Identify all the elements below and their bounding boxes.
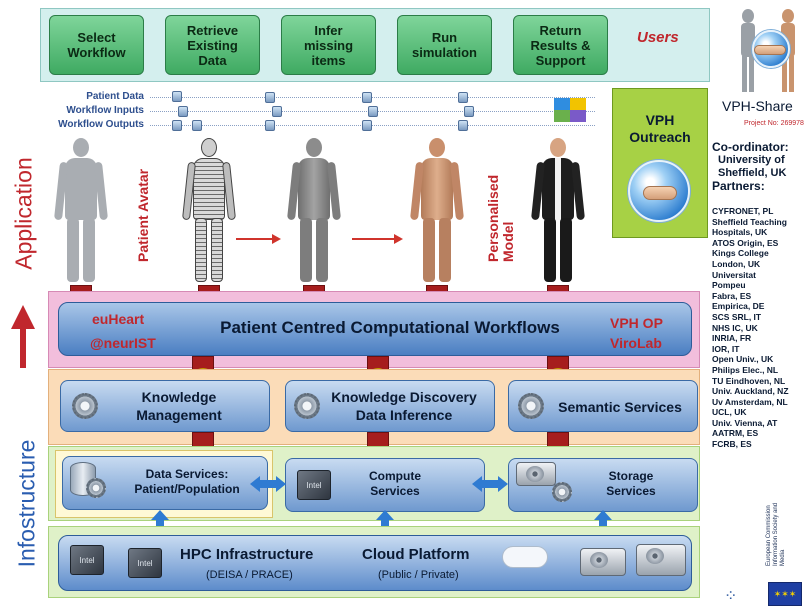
progress-arrow xyxy=(352,238,394,240)
legend-workflow-outputs: Workflow Outputs xyxy=(58,119,144,130)
eu-flag-icon: ✶✶✶ xyxy=(768,582,802,606)
workflow-output-icon xyxy=(458,120,468,131)
cpu-chip-icon: Intel xyxy=(128,548,162,578)
cloud-platform-subtitle: (Public / Private) xyxy=(378,569,459,581)
workflow-output-icon xyxy=(172,120,182,131)
coordinator-block: Co-ordinator: University of Sheffield, U… xyxy=(712,141,808,193)
step-infer-items[interactable]: Infer missing items xyxy=(281,15,376,75)
step-run-simulation[interactable]: Run simulation xyxy=(397,15,492,75)
arrow-right-icon xyxy=(272,234,281,244)
bidirectional-arrow xyxy=(480,480,500,488)
arrow-up-icon xyxy=(376,510,394,520)
storage-services-label: Storage Services xyxy=(606,469,656,498)
cpu-chip-icon: Intel xyxy=(297,470,331,500)
arrow-right-icon xyxy=(276,476,286,492)
cpu-chip-icon: Intel xyxy=(70,545,104,575)
human-figure-anatomy xyxy=(181,138,237,288)
progress-arrow xyxy=(236,238,272,240)
arrow-up-icon xyxy=(151,510,169,520)
gear-icon xyxy=(72,393,98,419)
workflow-input-icon xyxy=(178,106,188,117)
up-arrow-icon xyxy=(11,305,35,329)
step-retrieve-data[interactable]: Retrieve Existing Data xyxy=(165,15,260,75)
arrow-left-icon xyxy=(472,476,482,492)
users-label: Users xyxy=(637,29,679,46)
hard-drive-icon xyxy=(516,462,556,486)
human-figure-skin xyxy=(409,138,465,288)
infrastructure-label: Infostructure xyxy=(13,439,40,568)
compute-services-label: Compute Services xyxy=(369,469,421,498)
arrow-left-icon xyxy=(250,476,260,492)
project-number: Project No: 269978 xyxy=(744,120,804,127)
cloud-platform-title: Cloud Platform xyxy=(362,546,470,563)
handshake-icon xyxy=(754,45,786,55)
patient-avatar-label: Patient Avatar xyxy=(135,168,151,262)
cloud-icon xyxy=(502,546,548,568)
project-name: VPH-Share xyxy=(722,98,793,114)
arrow-up-icon xyxy=(594,510,612,520)
european-commission-label: European Commission Information Society … xyxy=(766,502,786,566)
bidirectional-arrow xyxy=(599,518,607,532)
data-legend: Patient Data Workflow Inputs Workflow Ou… xyxy=(40,90,144,132)
human-figure-silhouette xyxy=(53,138,109,288)
semantic-services-label: Semantic Services xyxy=(558,399,682,415)
handshake-icon xyxy=(643,186,677,200)
legend-workflow-inputs: Workflow Inputs xyxy=(66,105,144,116)
application-label: Application xyxy=(10,157,37,270)
patient-data-icon xyxy=(362,92,372,103)
patient-data-icon xyxy=(458,92,468,103)
patient-data-icon xyxy=(172,91,182,102)
knowledge-management-box[interactable] xyxy=(60,380,270,432)
data-services-label: Data Services: Patient/Population xyxy=(134,467,240,496)
legend-dotline xyxy=(150,97,595,98)
workflow-title: Patient Centred Computational Workflows xyxy=(220,318,560,337)
legend-patient-data: Patient Data xyxy=(86,91,144,102)
knowledge-discovery-box[interactable] xyxy=(285,380,495,432)
neurist-label: @neurIST xyxy=(90,335,156,351)
gear-icon xyxy=(552,482,572,502)
workflow-bar[interactable] xyxy=(58,302,692,356)
bidirectional-arrow xyxy=(258,480,278,488)
arrow-right-icon xyxy=(394,234,403,244)
euheart-label: euHeart xyxy=(92,311,145,327)
workflow-input-icon xyxy=(272,106,282,117)
vph-dots-logo: ⁘ xyxy=(724,588,737,605)
bidirectional-arrow xyxy=(156,518,164,532)
hpc-title: HPC Infrastructure xyxy=(180,546,314,563)
puzzle-icon xyxy=(554,98,586,122)
gear-icon xyxy=(294,393,320,419)
vph-outreach-title: VPH Outreach xyxy=(629,112,691,145)
workflow-output-icon xyxy=(265,120,275,131)
bidirectional-arrow xyxy=(381,518,389,532)
human-figure-suit xyxy=(530,138,586,288)
knowledge-management-label: Knowledge Management xyxy=(136,389,222,423)
step-select-workflow[interactable]: Select Workflow xyxy=(49,15,144,75)
hard-drive-icon xyxy=(580,548,626,576)
virolab-label: ViroLab xyxy=(610,335,662,351)
hpc-subtitle: (DEISA / PRACE) xyxy=(206,569,293,581)
gear-icon xyxy=(86,478,106,498)
coordinator-value: University of Sheffield, UK xyxy=(718,154,787,179)
vph-op-label: VPH OP xyxy=(610,315,663,331)
step-return-results[interactable]: Return Results & Support xyxy=(513,15,608,75)
gear-icon xyxy=(518,393,544,419)
arrow-right-icon xyxy=(498,476,508,492)
personalised-model-label: Personalised Model xyxy=(485,174,516,262)
workflow-input-icon xyxy=(368,106,378,117)
up-arrow-shaft xyxy=(20,328,26,368)
hard-drive-icon xyxy=(636,544,686,576)
coordinator-label: Co-ordinator: xyxy=(712,140,789,154)
patient-data-icon xyxy=(265,92,275,103)
legend-dotline xyxy=(150,125,595,126)
partners-list: CYFRONET, PL Sheffield Teaching Hospital… xyxy=(712,206,789,450)
workflow-output-icon xyxy=(362,120,372,131)
workflow-input-icon xyxy=(464,106,474,117)
partners-label: Partners: xyxy=(712,179,765,193)
knowledge-discovery-label: Knowledge Discovery Data Inference xyxy=(331,389,477,423)
users-workflow-band: Select Workflow Retrieve Existing Data I… xyxy=(40,8,710,82)
human-figure-grey xyxy=(286,138,342,288)
workflow-output-icon xyxy=(192,120,202,131)
